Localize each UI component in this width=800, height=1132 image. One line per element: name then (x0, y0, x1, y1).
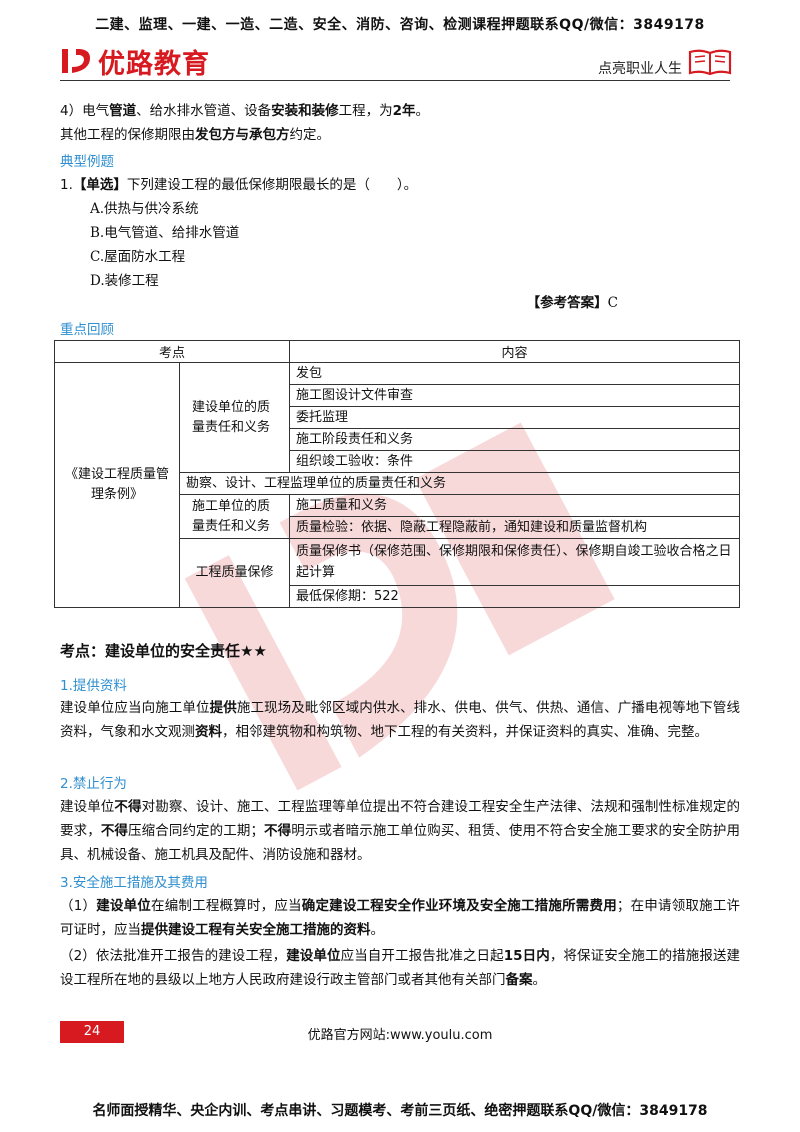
text-run: （2）依法批准开工报告的建设工程， (60, 948, 287, 964)
bold-text: 确定建设工程安全作业环境及安全施工措施所需费用 (301, 898, 617, 914)
table-row: 《建设工程质量管理条例》 建设单位的质量责任和义务 发包 (54, 362, 740, 608)
group3-cell: 工程质量保修 (179, 538, 290, 608)
bold-text: 备案 (505, 972, 533, 988)
text-run: ；在申请领取施工许可证时，应当 (60, 898, 741, 938)
bold-text: 提供建设工程有关安全施工措施的资料 (141, 922, 371, 938)
question-number: 1. (60, 177, 73, 193)
s3-heading: 3.安全施工措施及其费用 (60, 875, 208, 891)
table-cell: 委托监理 (289, 406, 740, 429)
group1-cell: 建设单位的质量责任和义务 (179, 362, 290, 473)
law-cell: 《建设工程质量管理条例》 (54, 362, 180, 608)
option-d: D.装修工程 (90, 273, 159, 289)
text-run: 建设单位 (60, 799, 115, 815)
option-b: B.电气管道、给排水管道 (90, 225, 240, 241)
bold-text: 发包方与承包方 (195, 127, 290, 143)
span-row-cell: 勘察、设计、工程监理单位的质量责任和义务 (179, 472, 740, 495)
bold-text: 2年 (392, 103, 416, 119)
text-run: 压缩合同约定的工期； (128, 823, 264, 839)
table-cell: 质量保修书（保修范围、保修期限和保修责任）、保修期自竣工验收合格之日起计算 (289, 538, 740, 586)
review-heading: 重点回顾 (60, 322, 114, 338)
text-run: （1） (60, 898, 97, 914)
table-cell: 最低保修期：522 (289, 585, 740, 608)
table-cell: 施工阶段责任和义务 (289, 428, 740, 451)
text-run: 。 (532, 972, 547, 988)
example-heading: 典型例题 (60, 154, 114, 170)
table-row: 工程质量保修 质量保修书（保修范围、保修期限和保修责任）、保修期自竣工验收合格之… (55, 538, 740, 608)
bold-text: 建设单位 (286, 948, 341, 964)
text-run: 明示或者暗示施工单位购买、租赁、使用不符合安全施工要求的安全防护用具、机械设备、… (60, 823, 741, 863)
bold-text: 15日内 (503, 948, 550, 964)
s3-paragraph-2: （2）依法批准开工报告的建设工程，建设单位应当自开工报告批准之日起15日内，将保… (60, 944, 740, 992)
header-divider (60, 80, 730, 81)
book-icon (688, 49, 732, 76)
table-row: 质量检验：依据、隐蔽工程隐蔽前，通知建设和质量监督机构 (55, 516, 740, 539)
s3-paragraph-1: （1）建设单位在编制工程概算时，应当确定建设工程安全作业环境及安全施工措施所需费… (60, 894, 740, 942)
text-run: ，相邻建筑物和构筑物、地下工程的有关资料，并保证资料的真实、准确、完整。 (222, 724, 708, 740)
s2-heading: 2.禁止行为 (60, 776, 127, 792)
logo-mark-icon (62, 49, 90, 73)
question-text: 下列建设工程的最低保修期限最长的是（ ）。 (126, 177, 418, 193)
bold-text: 资料 (195, 724, 222, 740)
page-number: 24 (60, 1021, 124, 1043)
text-run: 。 (415, 103, 430, 119)
option-c: C.屋面防水工程 (90, 249, 186, 265)
group2-cell: 施工单位的质量责任和义务 (179, 494, 290, 539)
table-cell: 组织竣工验收：条件 (289, 450, 740, 473)
top-banner: 二建、监理、一建、一造、二造、安全、消防、咨询、检测课程押题联系QQ/微信：38… (95, 17, 705, 33)
answer-value: C (607, 295, 618, 311)
bold-text: 不得 (263, 823, 292, 839)
bold-text: 建设单位 (96, 898, 152, 914)
table-cell: 施工图设计文件审查 (289, 384, 740, 407)
table-row: 施工阶段责任和义务 (55, 428, 740, 451)
logo-text: 优路教育 (98, 48, 210, 80)
table-cell: 发包 (289, 362, 740, 385)
table-row: 组织竣工验收：条件 (55, 450, 740, 473)
option-a: A.供热与供冷系统 (90, 201, 199, 217)
s2-paragraph: 建设单位不得对勘察、设计、施工、工程监理等单位提出不符合建设工程安全生产法律、法… (60, 795, 740, 867)
table-row: 勘察、设计、工程监理单位的质量责任和义务 (55, 472, 740, 495)
question-type: 【单选】 (72, 177, 127, 193)
text-run: 约定。 (289, 127, 331, 143)
answer-label: 【参考答案】 (526, 295, 608, 311)
col-header-topic: 考点 (54, 340, 290, 363)
s1-heading: 1.提供资料 (60, 678, 127, 694)
text-run: 、给水排水管道、设备 (136, 103, 272, 119)
footer-site: 优路官方网站:www.youlu.com (307, 1028, 493, 1043)
text-run: 。 (370, 922, 385, 938)
table-row: 施工单位的质量责任和义务 施工质量和义务 (55, 494, 740, 539)
table-header-row: 考点 内容 (54, 340, 740, 363)
text-run: 施工现场及毗邻区域内供水、排水、供电、供气、供热、通信、广播电视等地下管线资料，… (60, 700, 741, 740)
review-table: 考点 内容 《建设工程质量管理条例》 建设单位的质量责任和义务 发包 施工图设计… (54, 340, 740, 608)
text-run: 建设单位应当向施工单位 (60, 700, 210, 716)
text-run: 应当自开工报告批准之日起 (340, 948, 504, 964)
table-cell: 质量检验：依据、隐蔽工程隐蔽前，通知建设和质量监督机构 (289, 516, 740, 539)
table-cell: 施工质量和义务 (289, 494, 740, 517)
text-run: 在编制工程概算时，应当 (151, 898, 302, 914)
bold-text: 安装和装修 (271, 103, 339, 119)
text-run: 4）电气 (60, 103, 110, 119)
text-run: 其他工程的保修期限由 (60, 127, 195, 143)
section-title: 考点：建设单位的安全责任★★ (60, 642, 267, 660)
bold-text: 管道 (109, 103, 137, 119)
question: 1.【单选】下列建设工程的最低保修期限最长的是（ ）。 (60, 174, 417, 196)
logo: 优路教育 (60, 44, 210, 80)
s1-paragraph: 建设单位应当向施工单位提供施工现场及毗邻区域内供水、排水、供电、供气、供热、通信… (60, 696, 740, 744)
intro-line-1: 4）电气管道、给水排水管道、设备安装和装修工程，为2年。 (60, 100, 429, 122)
col-header-content: 内容 (289, 340, 740, 363)
table-row: 委托监理 (55, 406, 740, 429)
bold-text: 不得 (100, 823, 129, 839)
answer: 【参考答案】C (527, 292, 618, 314)
table-row: 最低保修期：522 (55, 585, 740, 608)
intro-line-2: 其他工程的保修期限由发包方与承包方约定。 (60, 124, 330, 146)
text-run: 对勘察、设计、施工、工程监理等单位提出不符合建设工程安全生产法律、法规和强制性标… (60, 799, 741, 839)
text-run: 工程，为 (338, 103, 393, 119)
bold-text: 不得 (114, 799, 142, 815)
text-run: ，将保证安全施工的措施报送建设工程所在地的县级以上地方人民政府建设行政主管部门或… (60, 948, 741, 988)
bold-text: 提供 (209, 700, 237, 716)
slogan: 点亮职业人生 (598, 61, 682, 77)
bottom-banner: 名师面授精华、央企内训、考点串讲、习题模考、考前三页纸、绝密押题联系QQ/微信：… (92, 1103, 708, 1119)
